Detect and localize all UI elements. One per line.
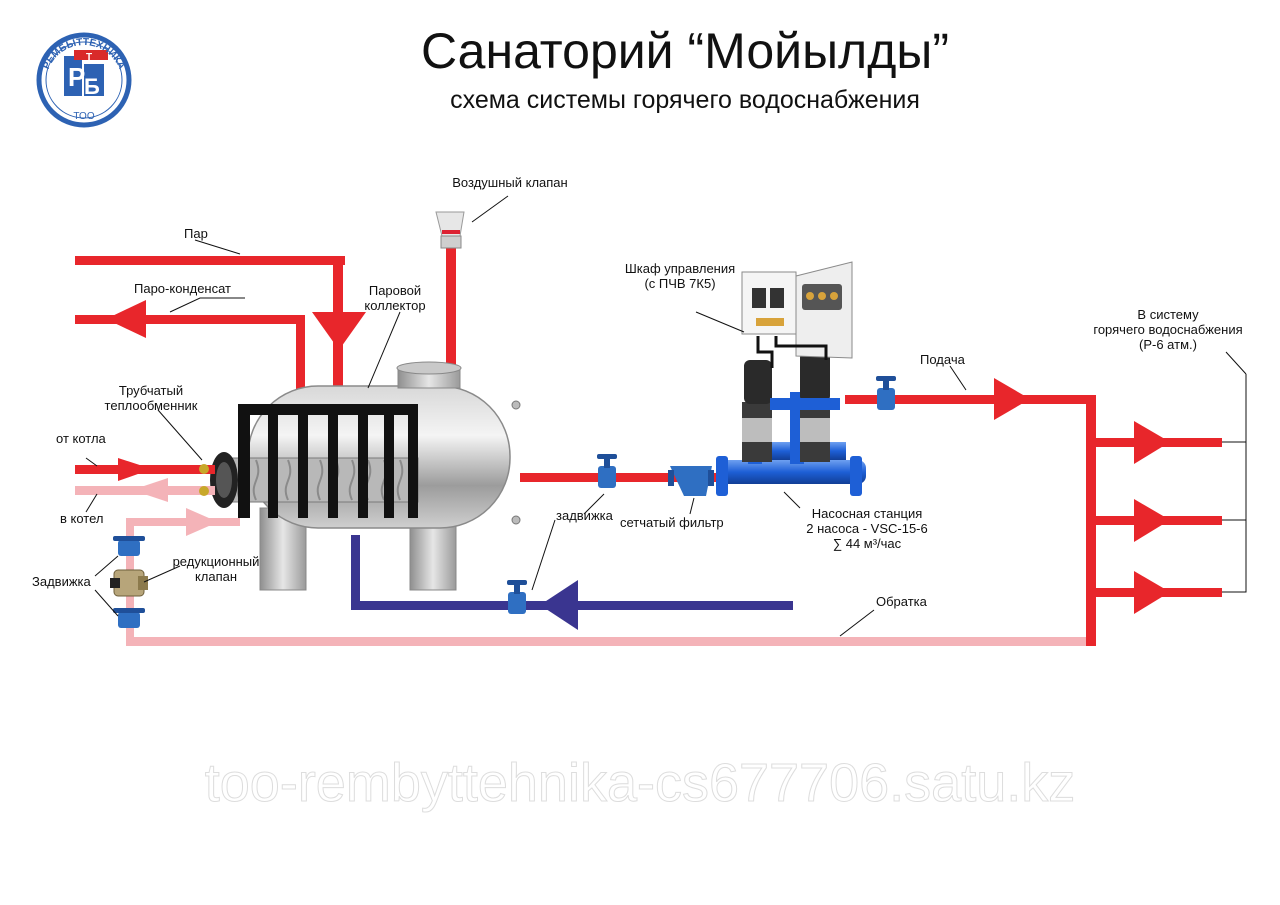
branch-arrow-3 <box>1134 571 1170 614</box>
gate-valve-label: задвижка <box>556 508 613 523</box>
control-cabinet-label: Шкаф управления (с ПЧВ 7К5) <box>624 261 736 291</box>
reduction-valve <box>110 569 148 597</box>
supply-label: Подача <box>920 352 965 367</box>
condensate-arrow <box>106 300 146 338</box>
steam-label: Пар <box>184 226 208 241</box>
control-cabinet <box>741 261 853 359</box>
logo-letter-b: Б <box>84 74 100 99</box>
gate-valve-left-top <box>113 536 145 556</box>
from-boiler-label: от котла <box>56 431 106 446</box>
return-label: Обратка <box>876 594 927 609</box>
logo-bottom-text: ТОО <box>73 111 94 122</box>
steam-arrow <box>312 312 366 350</box>
cold-arrow <box>540 580 578 630</box>
air-valve <box>435 211 465 368</box>
return-pipe <box>126 637 1094 646</box>
mesh-filter <box>668 466 714 496</box>
gate-valve-supply <box>876 376 896 410</box>
hot-pipe-to-pumps <box>520 473 725 482</box>
steam-collector <box>238 404 418 518</box>
storage-tank <box>210 361 521 591</box>
steam-collector-label: Паровой коллектор <box>364 283 426 313</box>
company-logo: Р Б Т РЕМБЫТТЕХНИКА ТОО <box>36 32 132 128</box>
steam-condensate-label: Паро-конденсат <box>134 281 231 296</box>
gate-valve-cold <box>507 580 527 614</box>
mesh-filter-label: сетчатый фильтр <box>620 515 724 530</box>
gate-valve-hot <box>597 454 617 488</box>
steam-pipe <box>75 256 345 265</box>
branch-arrow-2 <box>1134 499 1170 542</box>
to-boiler-label: в котел <box>60 511 104 526</box>
gate-valve-left-bottom <box>113 608 145 628</box>
air-valve-label: Воздушный клапан <box>452 175 568 190</box>
logo-letter-t: Т <box>86 52 92 63</box>
supply-arrow <box>994 378 1030 420</box>
gate-valve-left-label: Задвижка <box>32 574 91 589</box>
to-system-label: В систему горячего водоснабжения (Р-6 ат… <box>1093 307 1243 352</box>
branch-arrow-1 <box>1134 421 1170 464</box>
logo-letter-r: Р <box>68 62 85 92</box>
tube-exchanger-label: Трубчатый теплообменник <box>104 383 198 413</box>
pump-station <box>716 352 866 496</box>
reduction-valve-label: редукционный клапан <box>172 554 260 584</box>
pump-station-label: Насосная станция 2 насоса - VSC-15-6 ∑ 4… <box>806 506 928 551</box>
watermark: too-rembyttehnika-cs677706.satu.kz <box>204 753 1076 814</box>
condensate-pipe <box>75 315 305 324</box>
page-subtitle: схема системы горячего водоснабжения <box>450 86 920 114</box>
page-title: Санаторий “Мойылды” <box>421 23 949 79</box>
supply-pipe <box>845 395 1095 404</box>
